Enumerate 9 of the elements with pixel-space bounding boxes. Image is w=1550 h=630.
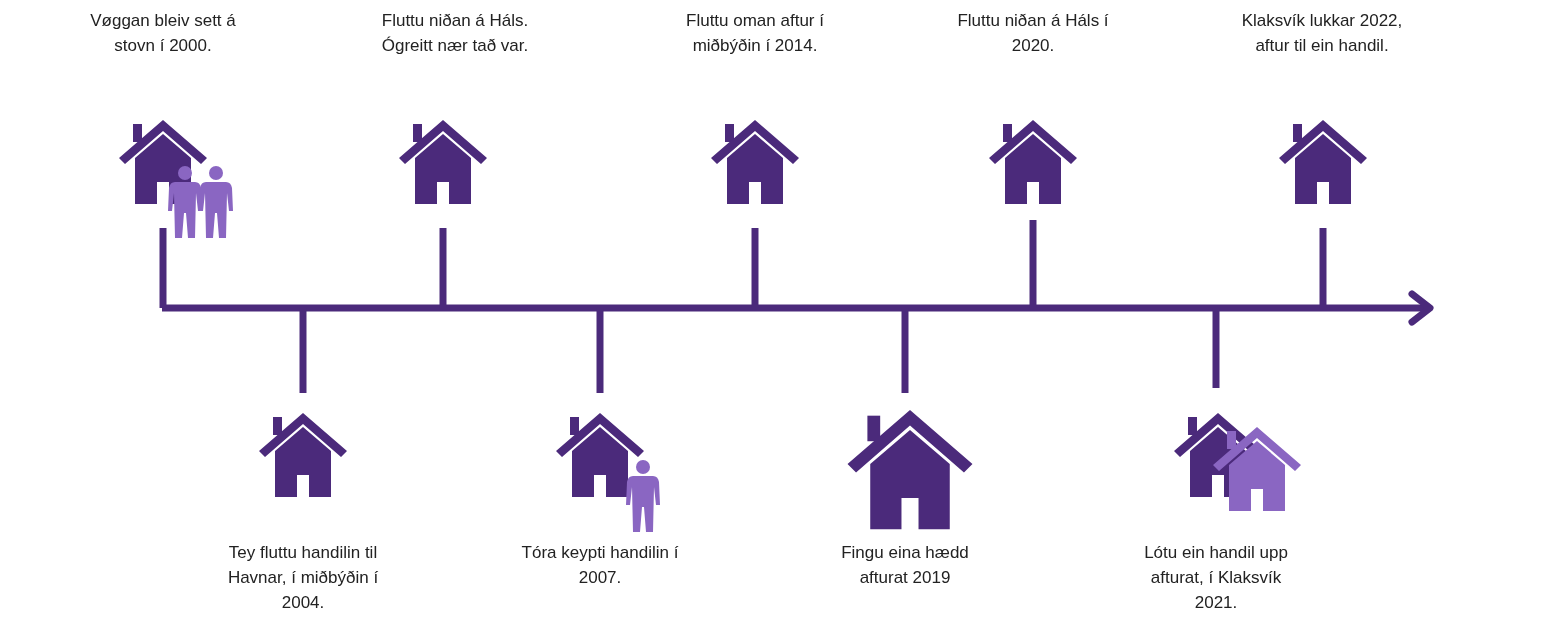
event-text: Tóra keypti handilin í 2007. (520, 542, 680, 589)
event-text: Fluttu niðan á Háls. Ógreitt nær tað var. (380, 10, 530, 57)
event-text: Fluttu oman aftur í miðbýðin í 2014. (685, 10, 825, 57)
event-text: Klaksvík lukkar 2022, aftur til ein handil. (1240, 10, 1404, 57)
event-text: Fluttu niðan á Háls í 2020. (956, 10, 1110, 57)
event-text: Fingu eina hædd afturat 2019 (840, 542, 970, 589)
event-text: Lótu ein handil upp afturat, í Klaksvík 2021. (1143, 542, 1289, 614)
event-text: Vøggan bleiv sett á stovn í 2000. (89, 10, 237, 57)
event-text: Tey fluttu handilin til Havnar, í miðbýðin í 2004. (226, 542, 380, 614)
